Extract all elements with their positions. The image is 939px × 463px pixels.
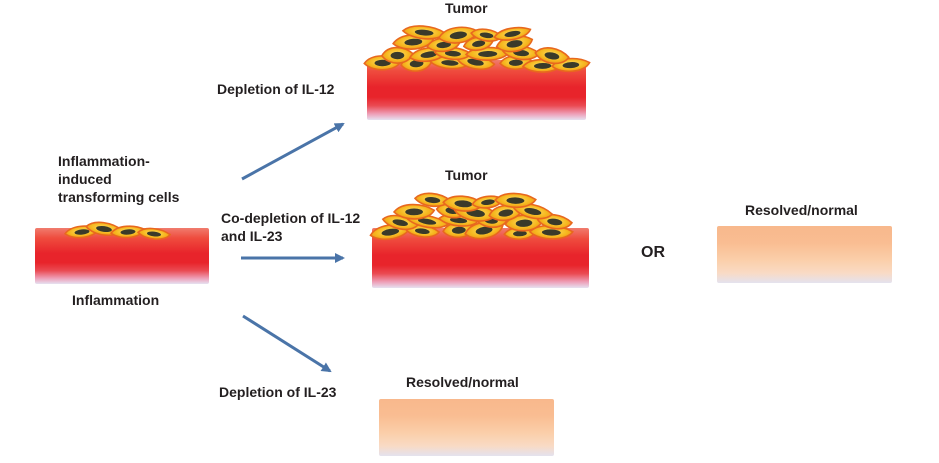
tissue-tumor-top — [367, 60, 586, 120]
label-inflammation: Inflammation — [72, 292, 160, 308]
label-codepletion-2: and IL-23 — [221, 228, 283, 244]
arrow-to-il12-tumor — [241, 122, 345, 181]
tissue-inflammation — [35, 228, 209, 284]
arrow-to-il23-resolved — [242, 314, 332, 373]
label-depletion-il12: Depletion of IL-12 — [217, 81, 335, 97]
label-codepletion-1: Co-depletion of IL-12 — [221, 210, 361, 226]
label-inflammation-induced-2: induced — [58, 171, 112, 187]
label-inflammation-induced-1: Inflammation- — [58, 153, 150, 169]
label-tumor-mid: Tumor — [445, 167, 488, 183]
label-or: OR — [641, 244, 665, 261]
tissue-resolved-bottom — [379, 399, 554, 456]
tissue-resolved-right — [717, 226, 892, 283]
label-tumor-top: Tumor — [445, 0, 488, 16]
label-resolved-right: Resolved/normal — [745, 202, 858, 218]
label-resolved-bottom: Resolved/normal — [406, 374, 519, 390]
label-depletion-il23: Depletion of IL-23 — [219, 384, 337, 400]
label-inflammation-induced-3: transforming cells — [58, 189, 180, 205]
tissue-tumor-mid — [372, 228, 589, 288]
